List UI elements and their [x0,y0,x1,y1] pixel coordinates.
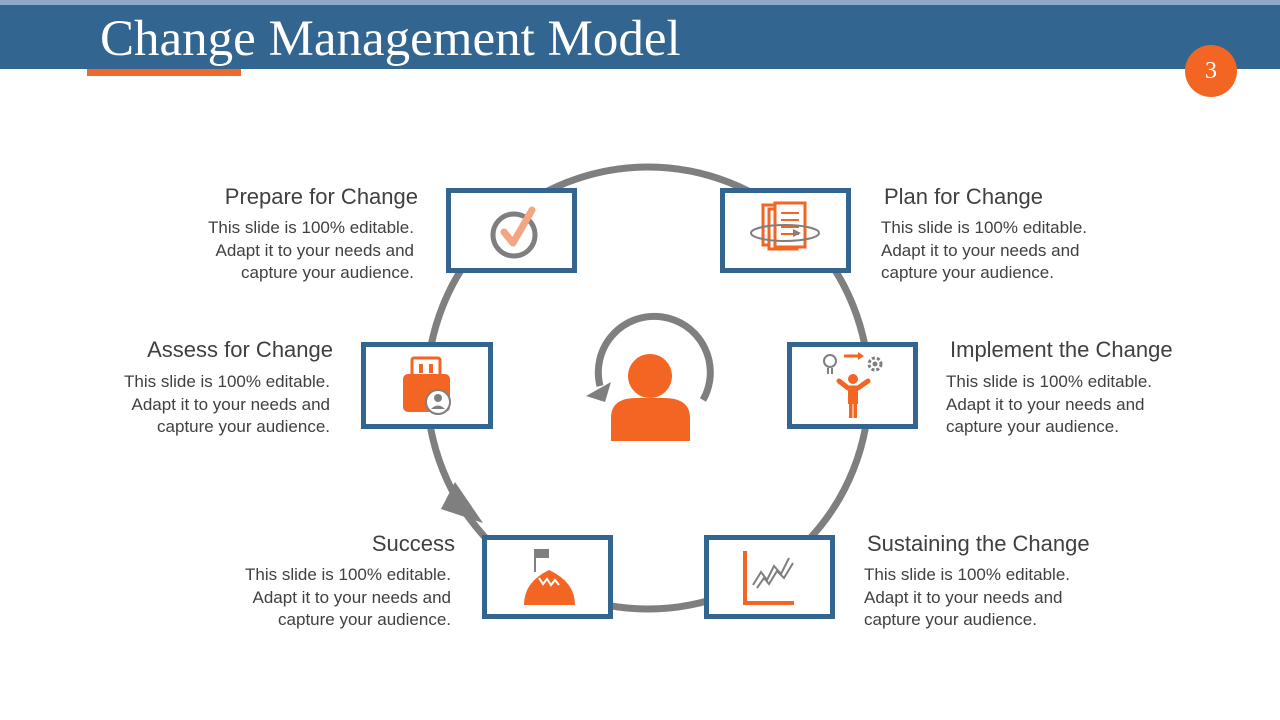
step-box-assess [361,342,493,429]
step-title-implement: Implement the Change [950,337,1173,362]
line-chart-icon [743,551,794,605]
step-box-plan [720,188,851,273]
slide-title: Change Management Model [100,11,681,67]
idea-to-gear-person-icon [823,352,883,418]
cycle-arrowhead [441,482,483,523]
step-desc-implement: This slide is 100% editable. Adapt it to… [946,372,1153,436]
documents-icon [750,201,820,251]
step-desc-success: This slide is 100% editable. Adapt it to… [244,565,451,629]
step-box-prepare [446,188,577,273]
step-title-assess: Assess for Change [147,337,333,362]
step-title-plan: Plan for Change [884,184,1043,209]
step-title-sustain: Sustaining the Change [867,531,1090,556]
mountain-flag-icon [524,549,575,605]
page-number-badge: 3 [1185,45,1237,97]
step-title-prepare: Prepare for Change [224,184,418,209]
step-desc-prepare: This slide is 100% editable. Adapt it to… [207,218,414,282]
person-with-cycle-arrow-icon [586,312,714,441]
header-top-line [0,0,1280,5]
step-desc-sustain: This slide is 100% editable. Adapt it to… [864,565,1071,629]
step-box-success [482,535,613,619]
bag-with-user-icon [403,356,451,415]
step-box-implement [787,342,918,429]
step-box-sustain [704,535,835,619]
title-accent-bar [87,69,241,76]
step-title-success: Success [371,531,455,556]
title-bar: Change Management Model [0,5,1280,69]
step-desc-plan: This slide is 100% editable. Adapt it to… [881,218,1088,282]
step-desc-assess: This slide is 100% editable. Adapt it to… [123,372,330,436]
checkmark-circle-icon [490,206,538,259]
